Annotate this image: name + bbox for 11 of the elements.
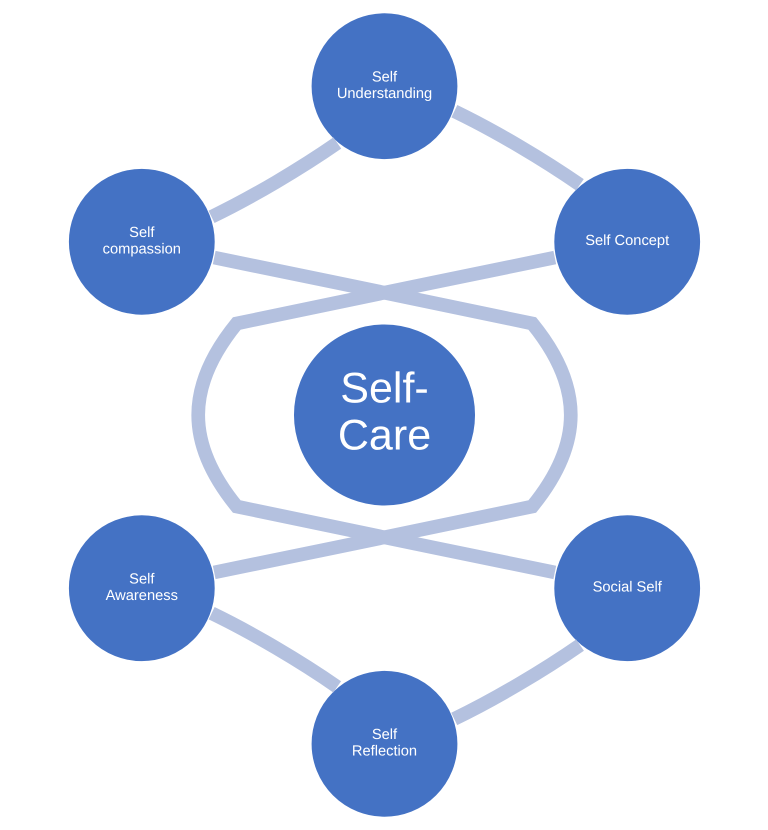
node-circle: Social Self	[552, 513, 702, 664]
connector	[208, 607, 341, 692]
node-circle: Self Reflection	[309, 668, 459, 819]
node-circle: Self Awareness	[66, 513, 216, 664]
node-circle: Self compassion	[66, 166, 216, 317]
node-circle: Self-Care	[292, 322, 476, 508]
connector	[450, 105, 584, 190]
connector	[208, 137, 341, 223]
node-circle: Self Understanding	[309, 11, 459, 162]
connector	[450, 639, 584, 726]
node-circle: Self Concept	[552, 166, 702, 317]
